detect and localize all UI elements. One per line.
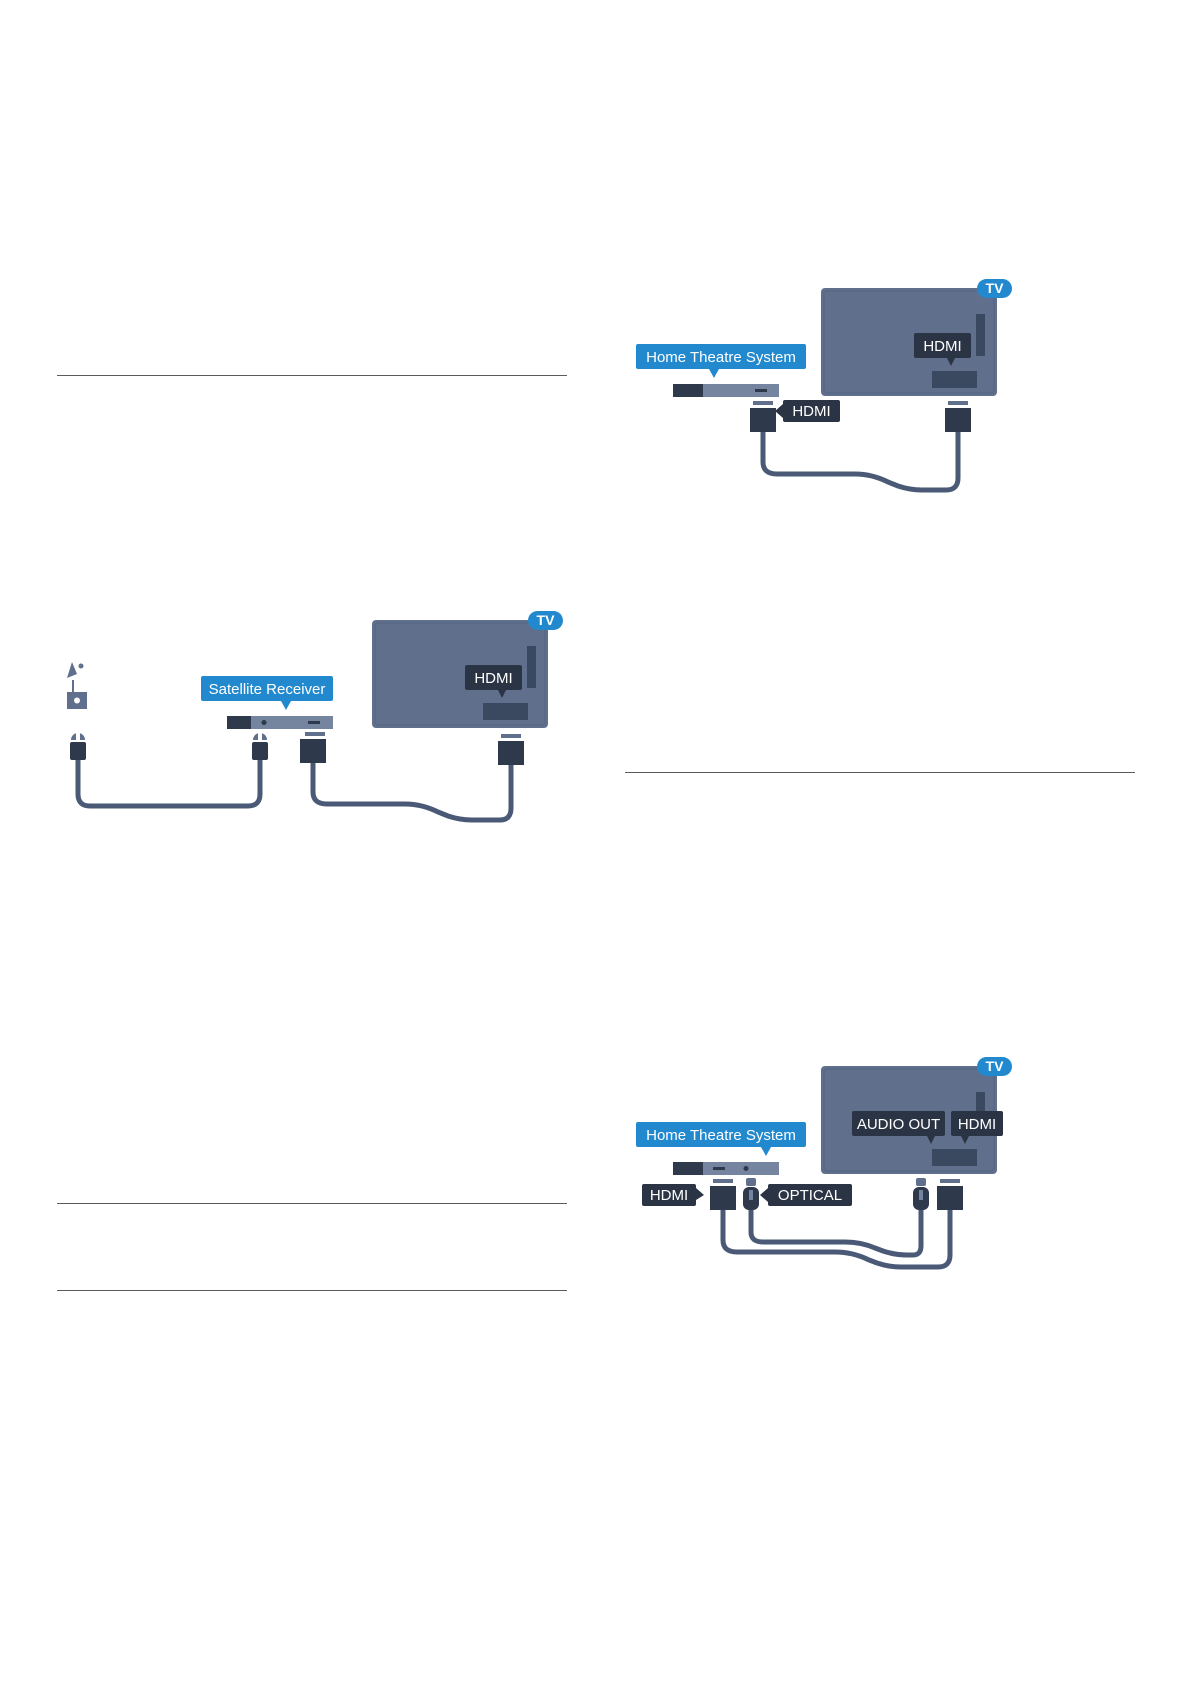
tv-badge-text: TV [537,612,556,628]
device-hdmi-label-text: HDMI [792,403,830,420]
tv-badge: TV [528,611,563,630]
tv-badge-text: TV [986,280,1005,296]
optical-connector-tv [913,1178,929,1210]
satellite-receiver-label-text: Satellite Receiver [209,681,326,698]
section-divider-2 [57,1203,567,1204]
hdmi-connector-receiver [300,732,326,763]
tv-hdmi-port-label: HDMI [465,665,522,698]
device-optical-label-text: OPTICAL [778,1187,842,1204]
section-divider-3 [57,1290,567,1291]
tv-hdmi-label-text: HDMI [474,670,512,687]
hdmi-connector-device [750,401,776,432]
tv-badge-text: TV [986,1058,1005,1074]
home-theatre-device [673,384,779,397]
device-hdmi-port-label: HDMI [775,400,840,422]
tv-audio-out-label: AUDIO OUT [852,1111,945,1144]
home-theatre-device [673,1162,779,1175]
coax-connector-socket [70,730,86,760]
section-divider-4 [625,772,1135,773]
hdmi-arc-connection-diagram: TV HDMI Home Theatre System HDMI [636,279,1012,493]
tv-hdmi-port-label: HDMI [914,333,971,366]
tv-badge: TV [977,279,1012,298]
home-theatre-label: Home Theatre System [636,344,806,378]
hdmi-connector-tv [498,734,524,765]
optical-connector-device [743,1178,759,1210]
satellite-connection-diagram: TV HDMI Satellite Receiver [67,611,563,823]
home-theatre-label-text: Home Theatre System [646,1127,796,1144]
home-theatre-label: Home Theatre System [636,1122,806,1156]
coax-connector-receiver [252,730,268,760]
tv-body [372,620,548,728]
device-hdmi-port-label: HDMI [642,1184,704,1206]
satellite-dish-icon [67,662,84,692]
section-divider-1 [57,375,567,376]
tv-audio-out-label-text: AUDIO OUT [857,1116,940,1133]
home-theatre-label-text: Home Theatre System [646,349,796,366]
hdmi-connector-device [710,1179,736,1210]
tv-badge: TV [977,1057,1012,1076]
tv-hdmi-label-text: HDMI [958,1116,996,1133]
tv-hdmi-port-label: HDMI [951,1111,1003,1144]
hdmi-cable [760,432,961,493]
tv-body [821,288,997,396]
satellite-receiver-label: Satellite Receiver [201,676,333,710]
device-optical-port-label: OPTICAL [760,1184,852,1206]
wall-socket-icon [67,692,87,709]
hdmi-connector-tv [937,1179,963,1210]
optical-connection-diagram: TV AUDIO OUT HDMI Home Theatre System HD… [636,1057,1012,1270]
device-hdmi-label-text: HDMI [650,1187,688,1204]
coax-cable [75,760,263,809]
hdmi-cable [310,763,514,823]
optical-cable [748,1210,924,1258]
hdmi-cable [720,1210,953,1270]
satellite-receiver-device [227,716,333,729]
hdmi-connector-tv [945,401,971,432]
tv-hdmi-label-text: HDMI [923,338,961,355]
